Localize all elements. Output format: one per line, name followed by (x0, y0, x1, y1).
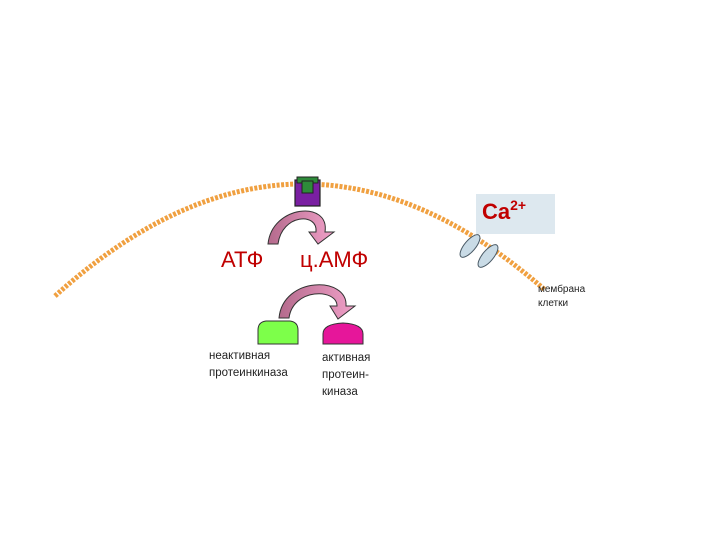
membrane-label: мембрана клетки (538, 283, 585, 311)
membrane-label-line-1: мембрана (538, 284, 586, 295)
inactive-kinase-label: неактивная протеинкиназа (209, 348, 288, 382)
inactive-kinase-shape (257, 320, 299, 345)
calcium-ion-box: Ca2+ (476, 194, 555, 234)
active-kinase-label-line-2: протеин- (322, 369, 369, 381)
receptor-icon (294, 176, 321, 207)
calcium-ion-label: Ca2+ (482, 197, 527, 225)
active-kinase-label: активная протеин- киназа (322, 350, 370, 401)
calcium-channel-icon (459, 234, 499, 268)
kinase-activation-arrow (278, 284, 357, 320)
atp-to-camp-arrow (267, 210, 336, 245)
inactive-kinase-label-line-2: протеинкиназа (209, 367, 288, 379)
calcium-charge: 2+ (510, 197, 527, 213)
active-kinase-label-line-1: активная (322, 352, 371, 364)
inactive-kinase-label-line-1: неактивная (209, 350, 271, 362)
camp-label: ц.АМФ (300, 247, 369, 272)
membrane-label-line-2: клетки (538, 298, 569, 309)
atp-label: АТФ (221, 247, 264, 272)
active-kinase-shape (322, 322, 364, 345)
calcium-symbol: Ca (482, 199, 511, 224)
active-kinase-label-line-3: киназа (322, 386, 358, 398)
